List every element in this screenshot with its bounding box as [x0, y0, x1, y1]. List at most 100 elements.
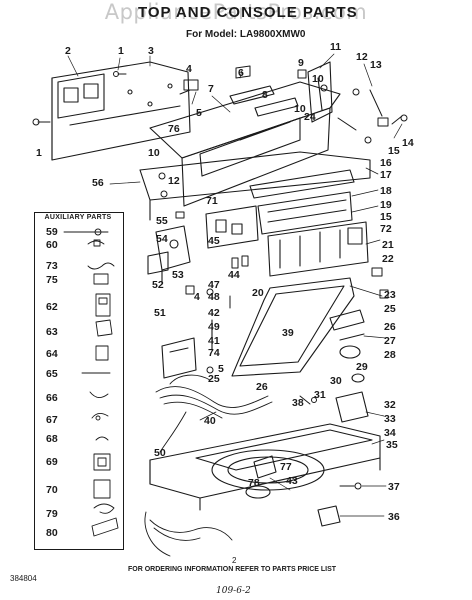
callout-29: 29	[356, 361, 368, 373]
callout-48: 48	[208, 291, 220, 303]
callout-74: 74	[208, 347, 220, 359]
callout-10: 10	[148, 147, 160, 159]
callout-72: 72	[380, 223, 392, 235]
callout-24: 24	[304, 111, 316, 123]
switch-cluster	[147, 225, 191, 285]
lid-hardware	[329, 309, 369, 423]
aux-part-number: 70	[46, 484, 58, 496]
callout-77: 77	[280, 461, 292, 473]
callout-11: 11	[330, 41, 342, 53]
callout-42: 42	[208, 307, 220, 319]
callout-10: 10	[312, 73, 324, 85]
lid-switch	[245, 455, 277, 499]
callout-3: 3	[148, 45, 154, 57]
callout-12: 12	[356, 51, 368, 63]
callout-27: 27	[384, 335, 396, 347]
callout-44: 44	[228, 269, 240, 281]
callout-56: 56	[92, 177, 104, 189]
callout-7: 7	[208, 83, 214, 95]
callout-26: 26	[256, 381, 268, 393]
page-title: TOP AND CONSOLE PARTS	[138, 4, 358, 21]
callout-39: 39	[282, 327, 294, 339]
aux-part-number: 65	[46, 368, 58, 380]
callout-55: 55	[156, 215, 168, 227]
callout-71: 71	[206, 195, 218, 207]
callout-15: 15	[388, 145, 400, 157]
callout-8: 8	[262, 89, 268, 101]
aux-part-number: 63	[46, 326, 58, 338]
auxiliary-parts-box	[34, 212, 124, 550]
control-bracket	[139, 151, 371, 235]
aux-part-number: 60	[46, 239, 58, 251]
callout-1: 1	[36, 147, 42, 159]
cabinet-top	[149, 423, 381, 511]
callout-18: 18	[380, 185, 392, 197]
callout-28: 28	[384, 349, 396, 361]
aux-part-number: 64	[46, 348, 58, 360]
callout-17: 17	[380, 169, 392, 181]
console-housing	[149, 81, 341, 207]
callout-47: 47	[208, 279, 220, 291]
callout-23: 23	[384, 289, 396, 301]
callout-9: 9	[298, 57, 304, 69]
callout-5: 5	[196, 107, 202, 119]
callout-19: 19	[380, 199, 392, 211]
leader-lines	[67, 53, 403, 517]
callout-14: 14	[402, 137, 414, 149]
callout-45: 45	[208, 235, 220, 247]
aux-part-number: 79	[46, 508, 58, 520]
callout-50: 50	[154, 447, 166, 459]
document-number: 384804	[10, 574, 37, 583]
callout-76: 76	[168, 123, 180, 135]
console-back-panel	[51, 61, 191, 161]
callout-16: 16	[380, 157, 392, 169]
aux-part-number: 69	[46, 456, 58, 468]
callout-52: 52	[152, 279, 164, 291]
aux-part-number: 59	[46, 226, 58, 238]
small-hardware	[32, 65, 408, 490]
washer-lid	[231, 277, 355, 377]
callout-43: 43	[286, 475, 298, 487]
callout-15: 15	[380, 211, 392, 223]
callout-2: 2	[65, 45, 71, 57]
aux-part-number: 66	[46, 392, 58, 404]
callout-51: 51	[154, 307, 166, 319]
callout-12: 12	[168, 175, 180, 187]
callout-5: 5	[218, 363, 224, 375]
callout-21: 21	[382, 239, 394, 251]
callout-33: 33	[384, 413, 396, 425]
callout-40: 40	[204, 415, 216, 427]
aux-part-number: 75	[46, 274, 58, 286]
aux-part-number: 67	[46, 414, 58, 426]
auxiliary-parts-heading: AUXILIARY PARTS	[44, 214, 112, 221]
callout-32: 32	[384, 399, 396, 411]
callout-54: 54	[156, 233, 168, 245]
callout-25: 25	[208, 373, 220, 385]
aux-part-number: 73	[46, 260, 58, 272]
callout-1: 1	[118, 45, 124, 57]
callout-78: 78	[248, 477, 260, 489]
aux-part-number: 62	[46, 301, 58, 313]
leveling-part	[317, 505, 341, 527]
callout-34: 34	[384, 427, 396, 439]
callout-38: 38	[292, 397, 304, 409]
callout-36: 36	[388, 511, 400, 523]
callout-35: 35	[386, 439, 398, 451]
switch-bracket	[161, 319, 213, 379]
control-board	[205, 205, 369, 277]
auxiliary-part-icons	[63, 228, 119, 537]
model-number: For Model: LA9800XMW0	[186, 29, 306, 40]
callout-20: 20	[252, 287, 264, 299]
callout-6: 6	[238, 67, 244, 79]
callout-25: 25	[384, 303, 396, 315]
wire-harness	[144, 374, 273, 557]
page-number: 2	[232, 556, 237, 565]
callout-41: 41	[208, 335, 220, 347]
callout-4: 4	[194, 291, 200, 303]
callout-49: 49	[208, 321, 220, 333]
callout-37: 37	[388, 481, 400, 493]
handwritten-note: 109-6-2	[216, 586, 251, 596]
callout-4: 4	[186, 63, 192, 75]
aux-part-number: 80	[46, 527, 58, 539]
